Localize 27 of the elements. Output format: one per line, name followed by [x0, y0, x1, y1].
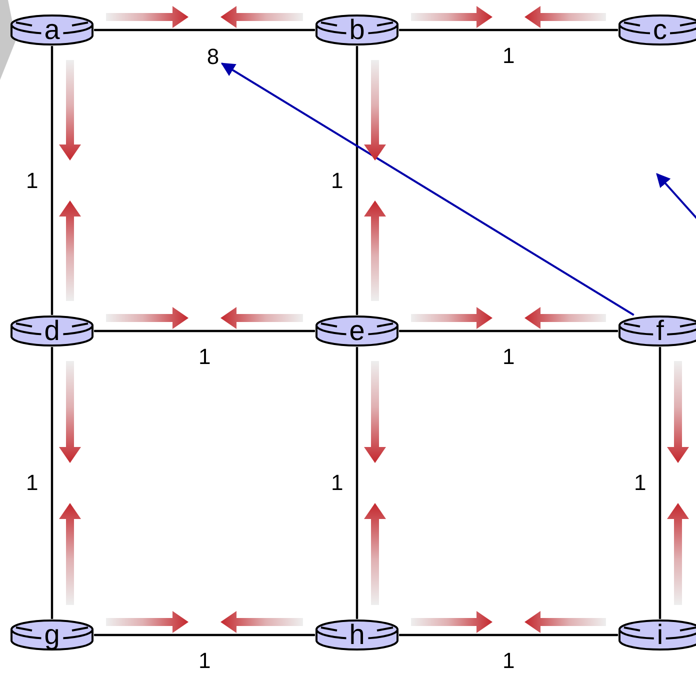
router-icon [618, 315, 696, 347]
router-name: i [654, 624, 666, 646]
link-line [399, 330, 618, 332]
link-line [399, 28, 618, 32]
cost-label: 8 [204, 45, 222, 71]
link-line [356, 347, 358, 619]
link-line [356, 46, 358, 315]
link-line [399, 634, 618, 636]
link-line [94, 28, 315, 32]
router-icon [618, 619, 696, 651]
router-name: d [41, 320, 63, 342]
link-line [50, 347, 54, 619]
router-icon [10, 619, 94, 651]
link-line [94, 634, 315, 636]
link-line [50, 46, 54, 315]
arrow [220, 62, 634, 316]
link-line [94, 330, 315, 332]
router-icon [10, 14, 94, 46]
router-icon [315, 315, 399, 347]
router-icon [10, 315, 94, 347]
router-icon [315, 14, 399, 46]
router-icon [315, 619, 399, 651]
router-name: h [346, 624, 368, 646]
router-icon [618, 14, 696, 46]
link-line [658, 347, 662, 619]
router-name: b [346, 19, 368, 41]
router-name: f [653, 320, 667, 342]
